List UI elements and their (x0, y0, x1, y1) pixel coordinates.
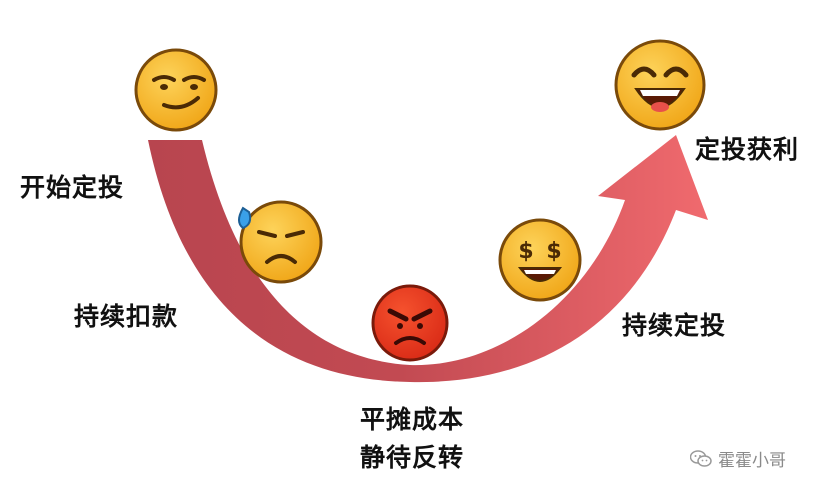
label-average-cost: 平摊成本 (360, 405, 465, 434)
angry-face-icon (371, 284, 449, 362)
wechat-icon (689, 449, 712, 468)
sweat-sad-face-icon (238, 200, 323, 284)
money-eyes-face-icon: $ $ (498, 218, 582, 302)
label-continue-investing: 持续定投 (622, 311, 727, 340)
label-start-investing: 开始定投 (20, 173, 125, 202)
sweat-drop-icon (238, 206, 252, 230)
trend-curve-arrow (148, 135, 708, 383)
label-continuous-deduction: 持续扣款 (74, 302, 179, 331)
watermark: 霍霍小哥 (689, 446, 786, 471)
label-wait-reversal: 静待反转 (360, 443, 465, 472)
svg-text:$: $ (546, 239, 561, 264)
laughing-face-icon (614, 39, 706, 131)
watermark-text: 霍霍小哥 (718, 451, 786, 471)
label-investment-profit: 定投获利 (695, 135, 800, 164)
svg-text:$: $ (518, 239, 533, 264)
smug-face-icon (134, 48, 218, 132)
